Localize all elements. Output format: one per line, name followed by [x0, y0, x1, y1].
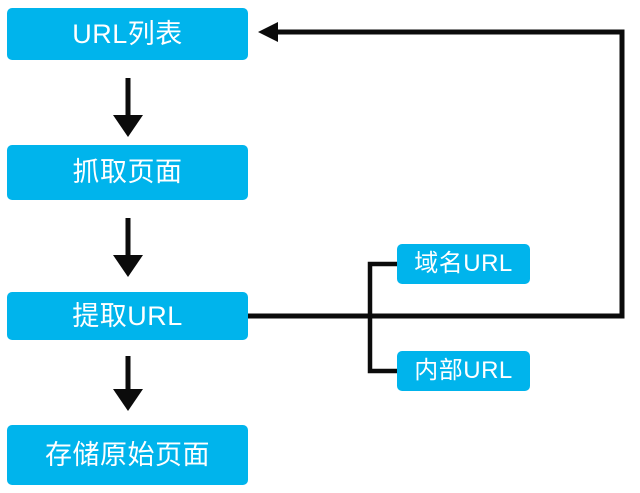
edge-extract-to-internal-url [367, 316, 399, 374]
edge-fetchpage-to-extracturl [113, 218, 143, 277]
node-url-list-label: URL列表 [72, 18, 183, 49]
arrowhead-down-1 [113, 115, 143, 137]
edge-extracturl-to-storepage [113, 356, 143, 411]
arrowhead-down-3 [113, 389, 143, 411]
arrowhead-feedback [258, 22, 278, 42]
node-fetch-page-label: 抓取页面 [72, 157, 183, 187]
node-store-page[interactable]: 存储原始页面 [7, 425, 248, 485]
edge-urllist-to-fetchpage [113, 78, 143, 137]
node-fetch-page[interactable]: 抓取页面 [7, 145, 248, 200]
node-internal-url-label: 内部URL [414, 357, 513, 384]
node-domain-url-label: 域名URL [414, 250, 513, 277]
node-store-page-label: 存储原始页面 [45, 439, 210, 470]
node-url-list[interactable]: URL列表 [7, 8, 248, 60]
node-extract-url-label: 提取URL [72, 300, 183, 331]
node-extract-url[interactable]: 提取URL [7, 292, 248, 340]
node-domain-url[interactable]: 域名URL [397, 244, 530, 284]
edge-extract-to-domain-url [367, 261, 399, 316]
node-internal-url[interactable]: 内部URL [397, 351, 530, 391]
arrowhead-down-2 [113, 255, 143, 277]
